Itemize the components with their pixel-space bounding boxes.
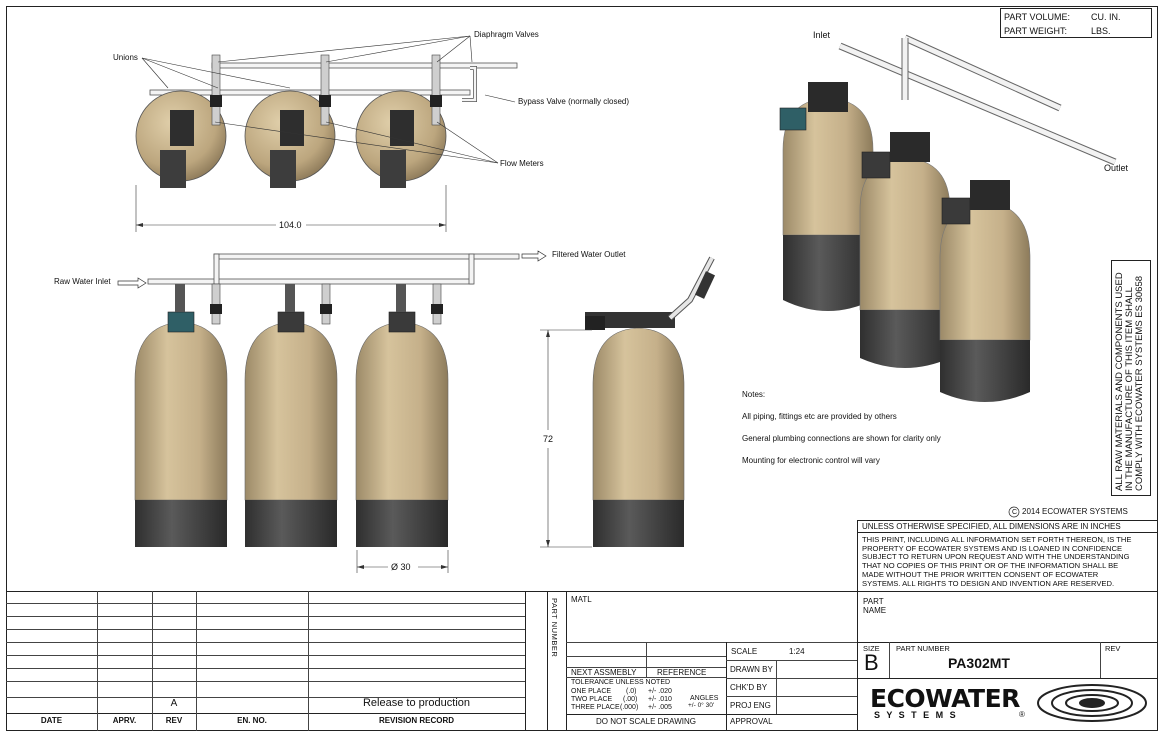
scale-value: 1:24 [789,647,805,656]
label-filtered-water-outlet: Filtered Water Outlet [552,250,626,259]
front-tank-1 [134,283,228,547]
rev-letter: A [170,698,178,709]
dim-diameter: Ø 30 [391,562,411,572]
logo-wordmark: ECOWATER [870,684,1020,713]
front-view [117,250,547,547]
confidential-line: MADE WITHOUT THE PRIOR WRITTEN CONSENT O… [862,569,1099,579]
front-tank-3 [355,283,449,547]
size-value: B [864,650,879,675]
iso-tank-2 [859,132,951,368]
scale-label: SCALE [731,647,758,656]
top-tank-3 [355,54,447,188]
confidential-line: SYSTEMS. ALL RIGHTS TO DESIGN AND INVENT… [862,578,1115,588]
rev-label: REV [1105,644,1121,653]
confidential-block: UNLESS OTHERWISE SPECIFIED, ALL DIMENSIO… [857,520,1158,592]
ecowater-logo-mark [1037,684,1147,722]
tolerance-title: TOLERANCE UNLESS NOTED [571,679,671,686]
one-place-fmt: (.0) [626,688,637,695]
top-tank-2 [244,54,336,188]
angles-label: ANGLES [690,695,719,702]
size-label: SIZE [863,644,880,653]
header-en-no: EN. NO. [237,716,267,725]
next-assembly-label: NEXT ASSMEBLY [571,668,637,677]
notes-title: Notes: [742,390,766,399]
two-place-val: +/- .010 [648,696,672,703]
confidential-line: SUBJECT TO RETURN UPON REQUEST AND WITH … [862,552,1130,562]
reference-label: REFERENCE [657,668,707,677]
do-not-scale: DO NOT SCALE DRAWING [595,717,696,726]
two-place-label: TWO PLACE [571,696,613,703]
label-iso-inlet: Inlet [813,30,831,40]
dim-height: 72 [543,434,554,444]
confidential-text: THIS PRINT, INCLUDING ALL INFORMATION SE… [862,535,1132,588]
header-date: DATE [40,716,63,725]
top-view [135,35,518,232]
note-item: All piping, fittings etc are provided by… [742,412,897,421]
logo-registered: ® [1019,710,1025,719]
angles-val: +/- 0° 30' [688,702,715,709]
logo-subtext: S Y S T E M S [874,710,958,720]
matl-label: MATL [571,595,592,604]
label-raw-water-inlet: Raw Water Inlet [54,277,111,286]
part-name-label-line: PART [863,597,884,606]
one-place-val: +/- .020 [648,688,672,695]
note-item: General plumbing connections are shown f… [742,434,941,443]
one-place-label: ONE PLACE [571,688,612,695]
rev-record-text: Release to production [362,697,470,709]
compliance-text: ALL RAW MATERIALS AND COMPONENTS USED IN… [1114,265,1145,491]
approval-label: APPROVAL [730,717,773,726]
three-place-label: THREE PLACE [571,704,620,711]
part-name-label-line: NAME [863,606,887,615]
drawing-frame [6,6,1158,731]
label-diaphragm-valves: Diaphragm Valves [474,30,539,39]
copyright-text: 2014 ECOWATER SYSTEMS [1022,507,1128,516]
drawn-by-label: DRAWN BY [730,665,773,674]
two-place-fmt: (.00) [623,696,638,703]
compliance-note: ALL RAW MATERIALS AND COMPONENTS USED IN… [1111,260,1151,496]
compliance-line: COMPLY WITH ECOWATER SYSTEMS ES 30658 [1133,275,1145,491]
part-weight-label: PART WEIGHT: [1004,26,1068,36]
three-place-fmt: (.000) [620,704,639,711]
revision-table: A Release to production DATE APRV. REV E… [6,591,526,731]
iso-tank-3 [939,180,1031,402]
label-iso-outlet: Outlet [1104,163,1129,173]
label-bypass-valve: Bypass Valve (normally closed) [518,97,630,106]
chkd-by-label: CHK'D BY [730,683,768,692]
header-revision-record: REVISION RECORD [378,716,455,725]
proj-eng-label: PROJ ENG [730,701,771,710]
label-unions: Unions [113,53,138,62]
dimensions-note: UNLESS OTHERWISE SPECIFIED, ALL DIMENSIO… [862,522,1121,531]
note-item: Mounting for electronic control will var… [742,456,880,465]
side-view [356,256,716,573]
copyright-symbol [1008,506,1020,518]
part-volume-unit: CU. IN. [1091,12,1121,22]
dim-width: 104.0 [279,220,302,230]
header-apprv: APRV. [112,716,137,725]
front-tank-2 [244,283,338,547]
isometric-view [779,34,1117,402]
part-volume-box: PART VOLUME: CU. IN. PART WEIGHT: LBS. [1000,8,1152,38]
confidential-line: THAT NO COPIES OF THIS PRINT OR OF THE I… [862,561,1119,571]
part-number-value: PA302MT [948,655,1010,671]
three-place-val: +/- .005 [648,704,672,711]
part-number-vertical: PART NUMBER [550,598,559,658]
label-flow-meters: Flow Meters [500,159,544,168]
header-rev: REV [165,716,183,725]
iso-tank-1 [779,82,874,311]
copyright-symbol-text: C [1012,509,1018,516]
confidential-line: THIS PRINT, INCLUDING ALL INFORMATION SE… [862,535,1132,544]
confidential-line: PROPERTY OF ECOWATER SYSTEMS AND IS LOAN… [862,543,1123,553]
part-number-label: PART NUMBER [896,644,950,653]
top-tank-1 [135,54,227,188]
part-weight-unit: LBS. [1091,26,1111,36]
part-volume-label: PART VOLUME: [1004,12,1071,22]
